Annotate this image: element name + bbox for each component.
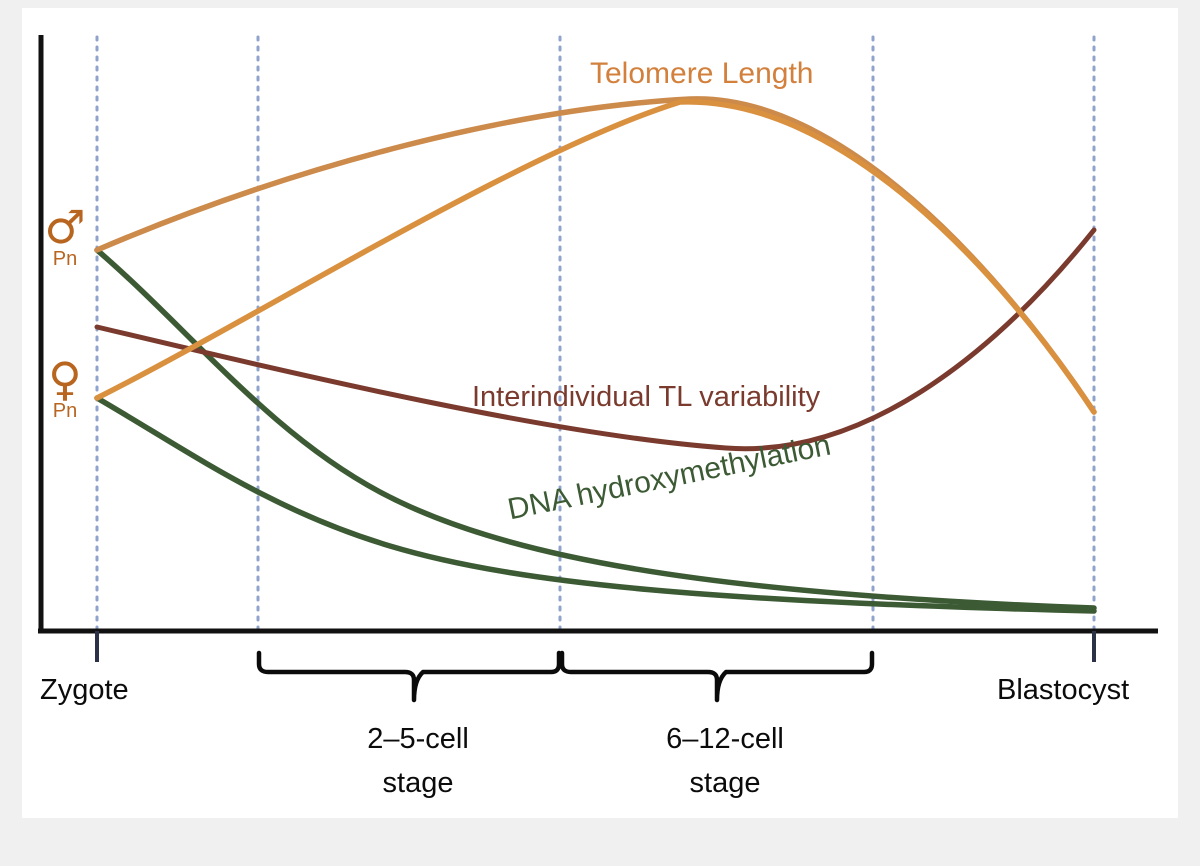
male-symbol-icon: ♂ <box>44 200 86 254</box>
curve-telomere-length <box>94 96 1097 415</box>
plot-panel <box>22 8 1178 818</box>
female-symbol-icon: ♀ <box>48 352 82 406</box>
x-axis-label-zygote: Zygote <box>40 674 129 706</box>
stage-label-6-12-cell-line1: 6–12-cell <box>666 723 784 755</box>
male-pronucleus-label: Pn <box>52 248 78 270</box>
axes <box>38 35 1158 634</box>
curve-telomere-length-maternal <box>94 99 1097 415</box>
female-pronucleus-label: Pn <box>52 400 78 422</box>
series-label-telomere-length: Telomere Length <box>590 57 814 90</box>
stage-label-2-5-cell-line2: stage <box>382 767 454 799</box>
bracket-2-5-cell <box>256 650 562 703</box>
male-pronucleus-annotation: ♂ Pn <box>32 200 98 270</box>
curve-telomere-length-paternal <box>94 96 1097 415</box>
curve-dna-hydroxymethylation <box>94 247 1097 614</box>
stage-label-6-12-cell: 6–12-cell stage <box>606 717 844 805</box>
axis-ticks <box>95 631 1096 662</box>
gridlines <box>95 35 1096 632</box>
stage-label-2-5-cell-line1: 2–5-cell <box>367 723 469 755</box>
curve-interindividual-tl-variability <box>94 227 1097 452</box>
curve-dna-hydroxymethylation-paternal <box>94 247 1097 611</box>
curve-interindividual-tl-variability-line <box>94 227 1097 452</box>
stage-label-2-5-cell: 2–5-cell stage <box>308 717 528 805</box>
bracket-6-12-cell <box>559 650 875 703</box>
curve-dna-hydroxymethylation-maternal <box>94 395 1097 614</box>
series-label-interindividual-tl-variability: Interindividual TL variability <box>472 381 821 413</box>
female-pronucleus-annotation: ♀ Pn <box>32 352 98 422</box>
stage-label-6-12-cell-line2: stage <box>689 767 761 799</box>
x-axis-label-blastocyst: Blastocyst <box>997 674 1130 706</box>
